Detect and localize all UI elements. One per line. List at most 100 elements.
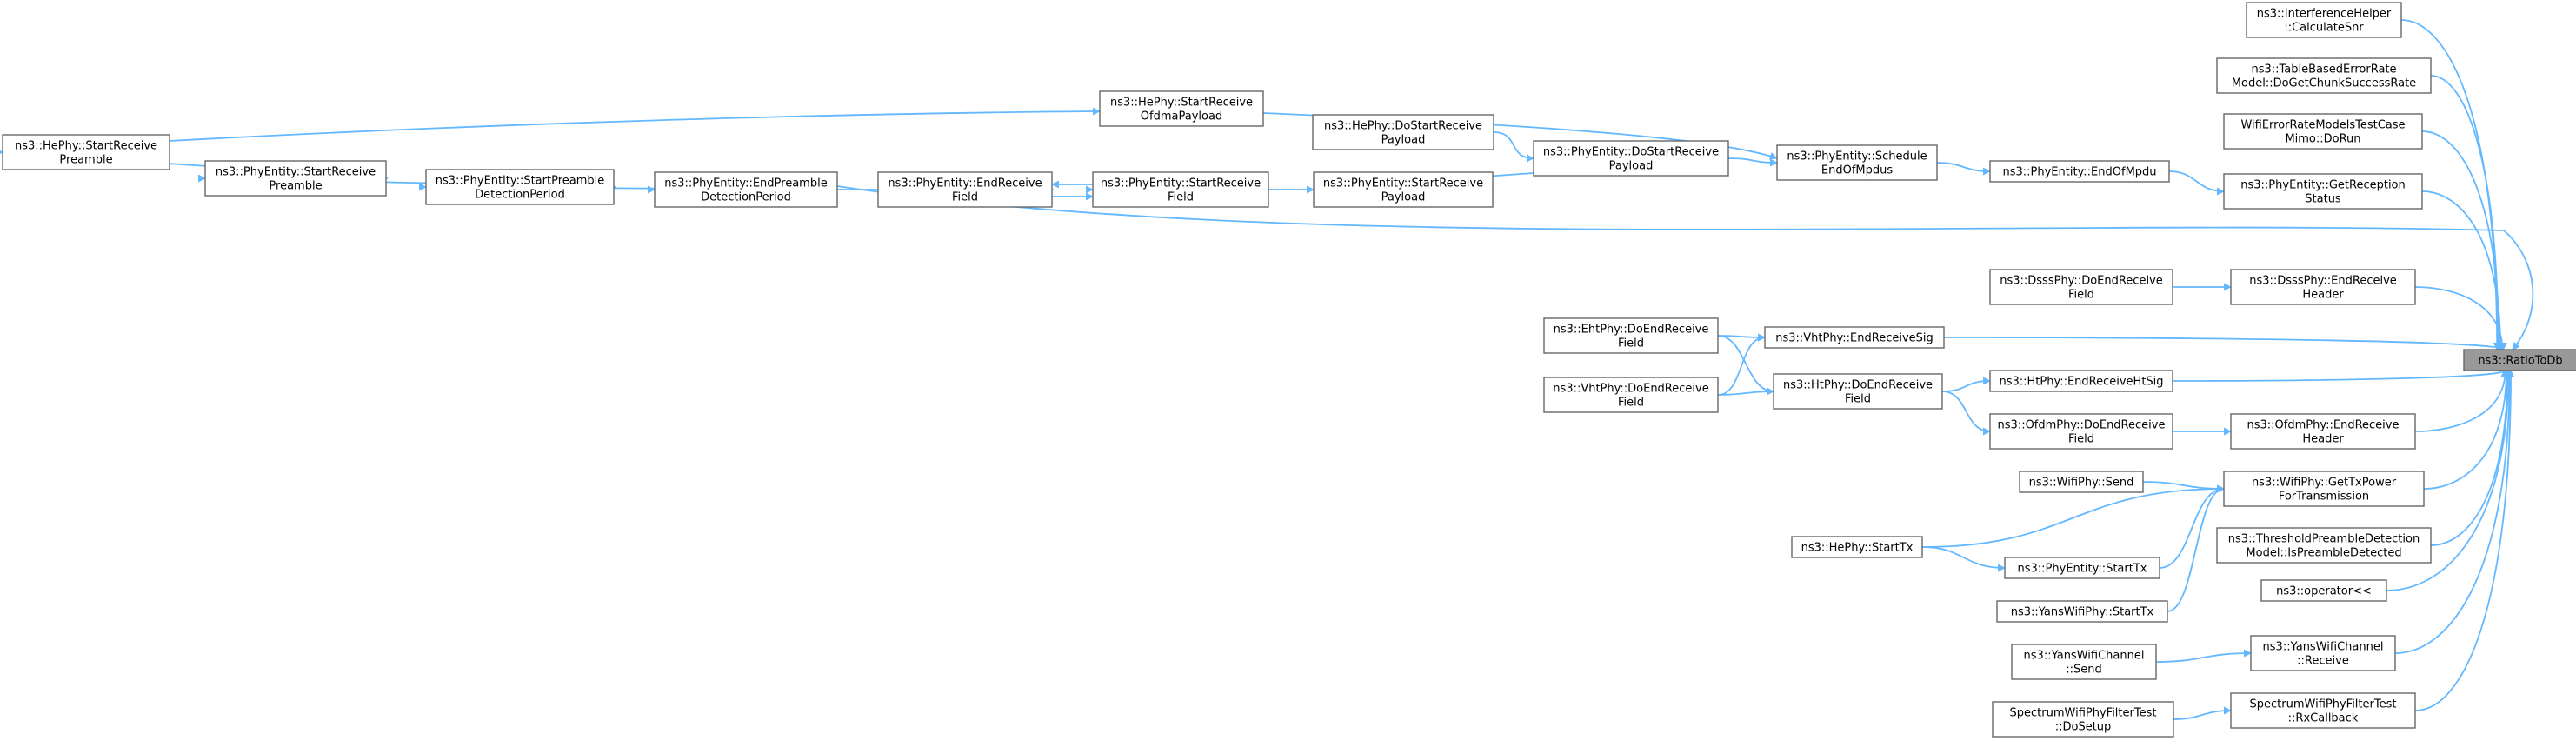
node-box[interactable] [2223, 471, 2425, 507]
node-label: ForTransmission [2279, 491, 2369, 504]
node-label: ns3::PhyEntity::StartTx [2018, 563, 2147, 576]
node-yanschanrecv[interactable]: ns3::YansWifiChannel::Receive [2250, 635, 2396, 671]
node-endofmpdu[interactable]: ns3::PhyEntity::EndOfMpdu [1989, 160, 2170, 183]
node-label: ns3::PhyEntity::StartPreamble [436, 175, 605, 188]
node-htendhtsig[interactable]: ns3::HtPhy::EndReceiveHtSig [1989, 370, 2173, 392]
node-box[interactable] [1773, 373, 1943, 410]
node-box[interactable] [1996, 600, 2168, 623]
node-label: Field [1618, 337, 1644, 350]
node-box[interactable] [2230, 413, 2416, 450]
node-box[interactable] [1764, 326, 1945, 349]
node-box[interactable] [2230, 692, 2416, 729]
node-box[interactable] [2250, 635, 2396, 671]
node-box[interactable] [204, 160, 387, 197]
node-box[interactable] [1533, 140, 1729, 177]
node-label: ns3::DsssPhy::EndReceive [2249, 275, 2397, 288]
node-box[interactable] [2019, 471, 2144, 493]
node-box[interactable] [1099, 90, 1264, 127]
node-calcsnr[interactable]: ns3::InterferenceHelper::CalculateSnr [2246, 2, 2402, 38]
node-box[interactable] [2004, 557, 2160, 579]
node-label: ns3::PhyEntity::StartReceive [216, 166, 376, 179]
node-phyendpredet[interactable]: ns3::PhyEntity::EndPreambleDetectionPeri… [654, 171, 838, 208]
node-box[interactable] [1791, 536, 1923, 558]
node-label: ns3::ThresholdPreambleDetection [2228, 533, 2420, 546]
node-label: ns3::operator<< [2276, 585, 2372, 598]
node-box[interactable] [1992, 701, 2174, 738]
node-operator[interactable]: ns3::operator<< [2260, 579, 2387, 602]
node-box[interactable] [2216, 527, 2432, 564]
node-label: ns3::PhyEntity::StartReceive [1323, 177, 1483, 190]
node-box[interactable] [2260, 579, 2387, 602]
node-label: Payload [1381, 134, 1426, 147]
node-box[interactable] [1092, 171, 1269, 208]
node-box[interactable] [425, 169, 615, 205]
node-ratio[interactable]: ns3::RatioToDb [2463, 349, 2576, 371]
node-box[interactable] [2223, 113, 2423, 150]
node-box[interactable] [2011, 644, 2157, 680]
node-label: ns3::HePhy::StartReceive [15, 140, 157, 153]
node-wifisend[interactable]: ns3::WifiPhy::Send [2019, 471, 2144, 493]
node-vhtendsig[interactable]: ns3::VhtPhy::EndReceiveSig [1764, 326, 1945, 349]
node-label: WifiErrorRateModelsTestCase [2240, 119, 2405, 132]
node-label: EndOfMpdus [1821, 164, 1893, 177]
node-spectrumrx[interactable]: SpectrumWifiPhyFilterTest::RxCallback [2230, 692, 2416, 729]
node-box[interactable] [1989, 413, 2173, 450]
edge-hedostartrecpay-to-phydostartrecpay [1493, 131, 1534, 163]
node-box[interactable] [2216, 57, 2432, 94]
node-box[interactable] [877, 171, 1053, 208]
node-phystartpredet[interactable]: ns3::PhyEntity::StartPreambleDetectionPe… [425, 169, 615, 205]
node-box[interactable] [2246, 2, 2402, 38]
node-label: ns3::PhyEntity::EndPreamble [664, 177, 827, 190]
node-box[interactable] [1989, 370, 2173, 392]
node-spectrumsetup[interactable]: SpectrumWifiPhyFilterTest::DoSetup [1992, 701, 2174, 738]
node-box[interactable] [1543, 317, 1719, 354]
node-yansstarttx[interactable]: ns3::YansWifiPhy::StartTx [1996, 600, 2168, 623]
node-label: Header [2302, 289, 2344, 302]
node-phystarttx[interactable]: ns3::PhyEntity::StartTx [2004, 557, 2160, 579]
node-box[interactable] [1989, 160, 2170, 183]
node-box[interactable] [2463, 349, 2576, 371]
node-hestarttx[interactable]: ns3::HePhy::StartTx [1791, 536, 1923, 558]
node-label: Status [2305, 193, 2341, 206]
node-box[interactable] [1312, 114, 1494, 150]
node-box[interactable] [1776, 144, 1938, 181]
node-label: ns3::VhtPhy::DoEndReceive [1553, 383, 1708, 396]
node-label: Field [2068, 433, 2094, 446]
node-label: ns3::OfdmPhy::DoEndReceive [1998, 419, 2166, 432]
node-label: Model::DoGetChunkSuccessRate [2232, 77, 2416, 90]
node-box[interactable] [1989, 269, 2173, 305]
edge-yanschanrecv-to-ratio [2394, 370, 2514, 654]
node-box[interactable] [2, 134, 170, 170]
node-box[interactable] [1313, 171, 1494, 208]
edge-ofdmendhdr-to-ratio [2414, 370, 2510, 432]
node-box[interactable] [1543, 377, 1719, 413]
node-box[interactable] [2223, 173, 2423, 210]
node-yanschansend[interactable]: ns3::YansWifiChannel::Send [2011, 644, 2157, 680]
node-threshold[interactable]: ns3::ThresholdPreambleDetectionModel::Is… [2216, 527, 2432, 564]
node-box[interactable] [654, 171, 838, 208]
edge-phydostartrecpay-to-schedendofmpdus [1727, 157, 1778, 167]
node-box[interactable] [2230, 269, 2416, 305]
edge-endofmpdu-to-getrecstat [2168, 170, 2225, 196]
node-tableerr[interactable]: ns3::TableBasedErrorRateModel::DoGetChun… [2216, 57, 2432, 94]
node-label: ns3::DsssPhy::DoEndReceive [2000, 275, 2163, 288]
